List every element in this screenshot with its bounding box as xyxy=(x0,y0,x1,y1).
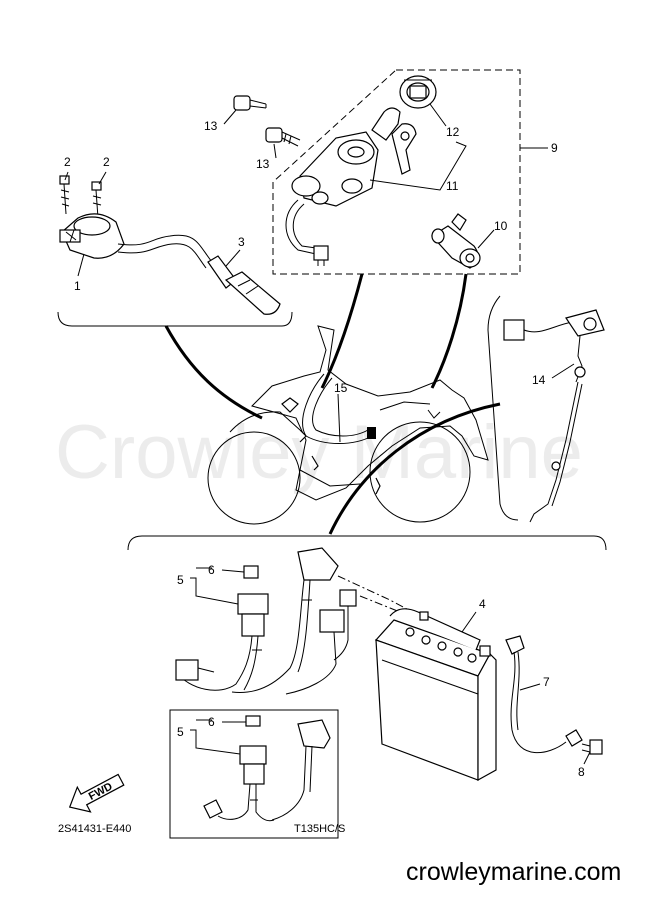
leader-5a xyxy=(190,577,239,605)
site-footer: crowleymarine.com xyxy=(406,858,621,886)
screw-13a xyxy=(233,95,267,111)
leader-13b xyxy=(273,143,277,159)
callout-6b: 6 xyxy=(208,715,215,729)
panel-frame-right xyxy=(487,295,519,521)
callout-6a: 6 xyxy=(208,563,215,577)
leader-1 xyxy=(77,253,85,277)
fwd-arrow-icon: FWD xyxy=(68,773,125,813)
callout-2a: 2 xyxy=(64,155,71,169)
callout-5a: 5 xyxy=(177,573,184,587)
callout-15: 15 xyxy=(334,381,348,395)
alignment-line-b xyxy=(359,595,401,613)
leader-15 xyxy=(337,393,341,443)
callout-4: 4 xyxy=(479,597,486,611)
leader-12 xyxy=(429,103,447,127)
callout-7: 7 xyxy=(543,675,550,689)
callout-13b: 13 xyxy=(256,157,270,171)
leader-6a xyxy=(221,569,245,573)
main-switch-group: 9 13 13 xyxy=(204,69,558,275)
leader-5b xyxy=(190,729,241,755)
bolt-2a xyxy=(59,175,70,215)
leader-11 xyxy=(369,141,467,191)
ignition-coil xyxy=(59,213,213,269)
main-switch xyxy=(285,131,379,266)
arc-leader-bottom xyxy=(328,402,501,535)
callout-3: 3 xyxy=(238,235,245,249)
battery xyxy=(374,608,497,782)
model-inset xyxy=(169,709,339,839)
wire-14-group xyxy=(487,295,605,523)
bolt-8 xyxy=(581,739,603,755)
arc-leader-top xyxy=(320,273,364,389)
motorcycle-outline xyxy=(207,325,489,525)
switch-keys xyxy=(371,107,417,175)
alignment-line-a xyxy=(337,575,421,617)
callout-8: 8 xyxy=(578,765,585,779)
callout-12: 12 xyxy=(446,125,460,139)
leader-2b xyxy=(98,171,107,185)
leader-2a xyxy=(64,171,69,181)
callout-1: 1 xyxy=(74,279,81,293)
arc-leader-right xyxy=(430,273,468,389)
spark-plug-cap xyxy=(207,255,281,315)
callout-10: 10 xyxy=(494,219,508,233)
callout-9: 9 xyxy=(551,141,558,155)
model-label: T135HC/S xyxy=(294,823,345,835)
callout-13a: 13 xyxy=(204,119,218,133)
leader-13a xyxy=(223,109,237,125)
ignition-coil-group: 2 2 3 1 xyxy=(57,155,293,327)
screw-13b xyxy=(265,127,301,147)
leader-7 xyxy=(519,683,541,691)
wire-harness xyxy=(175,547,357,695)
callout-14: 14 xyxy=(532,373,546,387)
panel-frame-lower xyxy=(127,535,607,551)
watermark: Crowley Marine xyxy=(55,410,583,495)
fwd-label: FWD xyxy=(87,780,115,802)
leader-14 xyxy=(551,363,575,379)
callout-5b: 5 xyxy=(177,725,184,739)
battery-lead xyxy=(505,635,583,753)
arc-leader-left xyxy=(164,325,263,420)
leader-3 xyxy=(225,249,241,267)
leader-4 xyxy=(461,611,477,633)
leader-8 xyxy=(583,751,591,765)
dashed-assembly-box xyxy=(272,69,521,275)
callout-11: 11 xyxy=(446,179,459,193)
panel-frame-upper-left xyxy=(57,311,293,327)
switch-cap xyxy=(399,75,437,109)
stop-switch xyxy=(431,213,481,269)
callout-2b: 2 xyxy=(103,155,110,169)
diagram-code: 2S41431-E440 xyxy=(58,823,131,835)
bolt-2b xyxy=(91,181,102,219)
leader-10 xyxy=(477,229,495,249)
